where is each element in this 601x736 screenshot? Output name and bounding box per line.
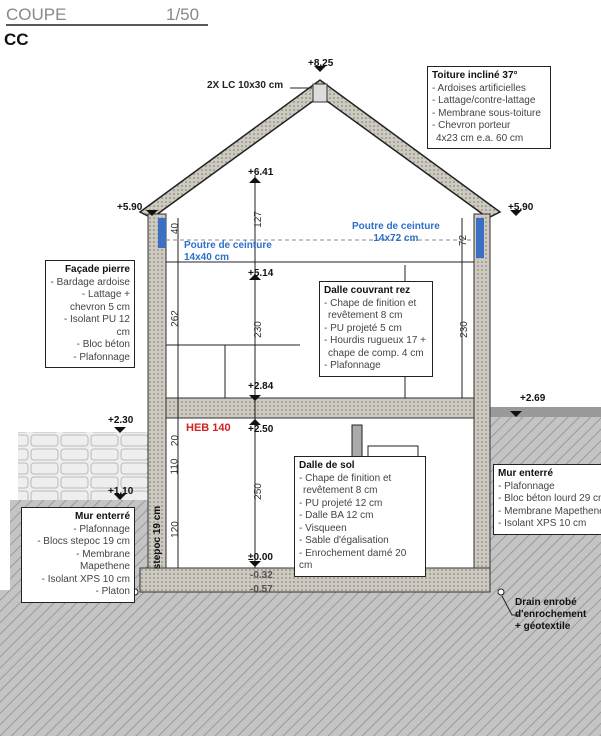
box-item: revêtement 8 cm <box>303 485 378 496</box>
box-item: - Bardage ardoise <box>50 276 131 288</box>
box-item: chevron 5 cm <box>69 301 130 313</box>
level-under-slab: +2.50 <box>248 424 274 435</box>
box-item: - Plafonnage <box>73 351 130 363</box>
box-title: Façade pierre <box>64 264 130 275</box>
box-title: Mur enterré <box>498 468 554 479</box>
dim-127: 127 <box>252 211 264 228</box>
box-item: - Dalle BA 12 cm <box>299 510 374 521</box>
box-item: - Platon <box>95 586 130 597</box>
box-item: - Visqueen <box>299 522 347 534</box>
level-zero: ±0.00 <box>248 552 273 563</box>
level-ground-left: +2.30 <box>108 415 134 426</box>
box-item: revêtement 8 cm <box>328 310 403 321</box>
box-item: - Isolant XPS 10 cm <box>498 518 587 529</box>
box-item: - Sable d'égalisation <box>299 535 389 546</box>
stepoc-label: stepoc 19 cm <box>152 505 164 570</box>
ground-deep <box>0 590 601 736</box>
level-peak: +8.25 <box>308 58 334 69</box>
box-item: - Membrane sous-toiture <box>432 107 541 119</box>
box-title: Mur enterré <box>74 511 130 522</box>
dim-40: 40 <box>170 222 182 235</box>
box-item: - Hourdis rugueux 17 + <box>324 335 427 346</box>
stone-wall-left <box>18 432 150 500</box>
box-item: - Ardoises artificielles <box>432 82 526 94</box>
beam-left-size: 14x40 cm <box>184 252 230 263</box>
box-item: - Plafonnage <box>324 360 381 371</box>
drain-leader <box>501 595 520 616</box>
scale-label: 1/50 <box>166 5 200 24</box>
box-item: - Chape de finition et <box>324 297 417 309</box>
heb-label: HEB 140 <box>186 422 231 434</box>
level-ground-left-low: +1.10 <box>108 486 134 497</box>
wall-right <box>473 213 491 593</box>
beam-right <box>476 218 484 258</box>
box-dalle-rez: Dalle couvrant rez - Chape de finition e… <box>319 281 433 377</box>
box-item: - Blocs stepoc 19 cm <box>37 536 130 547</box>
level-minus1: -0.32 <box>250 570 273 581</box>
box-item: - Chape de finition et <box>299 472 392 484</box>
level-ground-right: +2.69 <box>520 393 546 404</box>
dim-250: 250 <box>252 483 264 500</box>
level-minus2: -0.57 <box>250 584 273 595</box>
box-mur-left: Mur enterré - Plafonnage- Blocs stepoc 1… <box>21 507 135 603</box>
dim-262: 262 <box>169 310 181 327</box>
section-name: CC <box>4 30 29 49</box>
box-item: - Chevron porteur <box>432 120 511 131</box>
beam-right-size: 14x72 cm <box>373 233 419 244</box>
box-title: Dalle couvrant rez <box>324 285 411 296</box>
box-item: - Isolant XPS 10 cm <box>41 573 130 585</box>
level-eave-right: +5.90 <box>508 202 534 213</box>
dim-230-right: 230 <box>458 321 470 338</box>
level-eave-left: +5.90 <box>117 202 143 213</box>
level-top-wall: +6.41 <box>248 167 274 178</box>
box-item: 4x23 cm e.a. 60 cm <box>436 132 524 144</box>
beam-left <box>158 218 166 248</box>
box-item: - Plafonnage <box>498 480 555 492</box>
beam-right-name: Poutre de ceinture <box>352 221 440 232</box>
box-item: chape de comp. 4 cm <box>328 347 424 359</box>
ridge-beam-label: 2X LC 10x30 cm <box>207 80 284 91</box>
box-mur-right: Mur enterré - Plafonnage- Bloc béton lou… <box>493 464 601 535</box>
dim-230-center: 230 <box>252 321 264 338</box>
view-title: COUPE <box>6 5 67 24</box>
box-title: Toiture incliné 37° <box>432 70 518 81</box>
dim-120: 120 <box>169 521 181 538</box>
box-item: - Bloc béton <box>76 339 130 350</box>
floor-slab <box>165 397 475 419</box>
box-item: - Membrane Mapethene <box>498 505 601 517</box>
dim-72: 72 <box>458 234 470 247</box>
box-facade: Façade pierre - Bardage ardoise- Lattage… <box>45 260 135 368</box>
level-floor1: +2.84 <box>248 381 274 392</box>
box-item: - PU projeté 5 cm <box>324 322 402 334</box>
box-item: - Plafonnage <box>73 523 130 535</box>
box-item: - Bloc béton lourd 29 cm <box>498 493 601 504</box>
drain-line1: Drain enrobé <box>515 597 577 608</box>
box-item: - Membrane Mapethene <box>76 548 130 573</box>
box-item: - Isolant PU 12 cm <box>63 314 130 338</box>
beam-left-name: Poutre de ceinture <box>184 240 272 251</box>
ridge-beam <box>312 83 328 103</box>
box-item: - Enrochement damé 20 cm <box>299 547 407 572</box>
drain-line3: + géotextile <box>515 621 571 632</box>
dim-110: 110 <box>169 458 181 475</box>
drain-line2: d'enrochement <box>515 609 587 620</box>
dim-20: 20 <box>170 434 182 447</box>
box-toiture: Toiture incliné 37° - Ardoises artificie… <box>427 66 551 149</box>
box-item: - Lattage + <box>81 289 130 300</box>
drain-right <box>497 588 505 596</box>
box-title: Dalle de sol <box>299 460 355 471</box>
box-item: - Lattage/contre-lattage <box>432 95 536 106</box>
box-dalle-sol: Dalle de sol - Chape de finition et revê… <box>294 456 426 577</box>
box-item: - PU projeté 12 cm <box>299 497 383 509</box>
level-ceiling: +5.14 <box>248 268 274 279</box>
paving-right <box>490 407 601 417</box>
